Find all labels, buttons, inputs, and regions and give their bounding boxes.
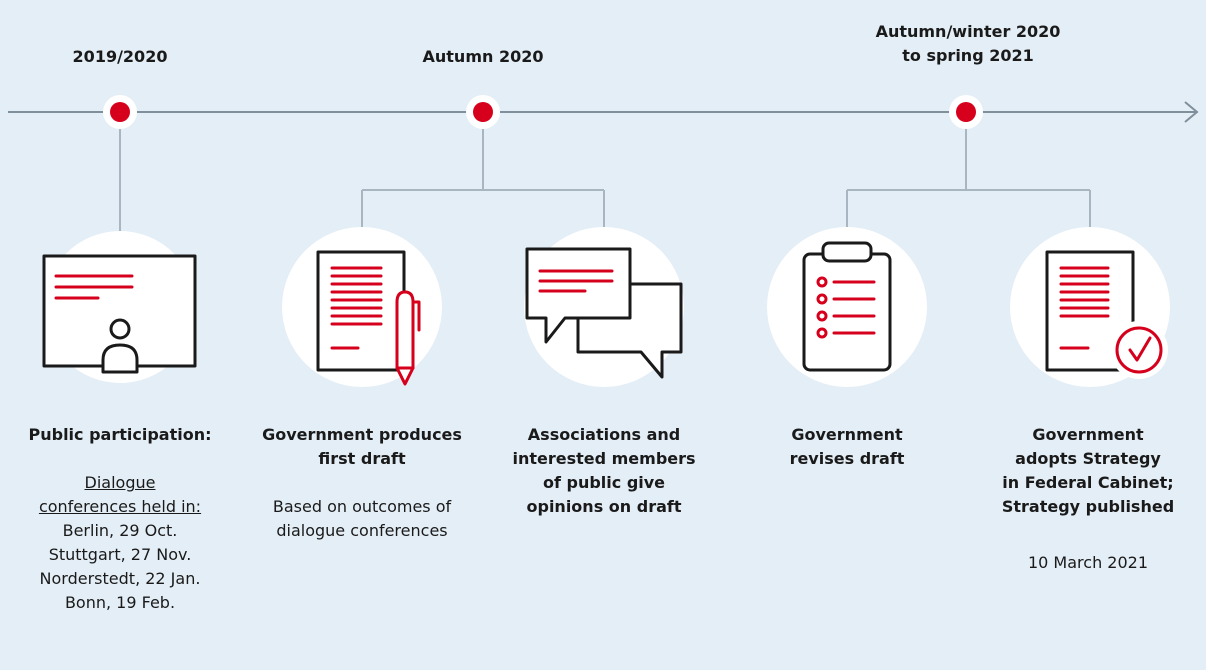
step-public-participation: Public participation: Dialogue conferenc… — [10, 423, 230, 615]
step-title-line: Associations and — [527, 425, 681, 444]
connector-lines — [119, 112, 1091, 232]
step-government-first-draft: Government produces first draft Based on… — [252, 423, 472, 543]
step-title-line: adopts Strategy — [1015, 449, 1161, 468]
step-subtitle: Dialogue conferences held in: Berlin, 29… — [10, 471, 230, 615]
step-title-line: opinions on draft — [526, 497, 682, 516]
dialogue-heading-line-1: Dialogue — [84, 473, 156, 492]
conference-event: Stuttgart, 27 Nov. — [48, 545, 192, 564]
step-title-line: interested members — [512, 449, 696, 468]
step-title-line: in Federal Cabinet; — [1002, 473, 1174, 492]
conference-event: Norderstedt, 22 Jan. — [39, 569, 201, 588]
step-associations-opinions: Associations and interested members of p… — [494, 423, 714, 519]
speech-bubbles-icon — [525, 247, 683, 379]
conference-event: Berlin, 29 Oct. — [62, 521, 178, 540]
document-check-icon — [1045, 250, 1168, 379]
milestone-dot-3 — [949, 95, 983, 129]
step-title: Associations and interested members of p… — [494, 423, 714, 519]
step-title-line: Government produces — [262, 425, 462, 444]
step-government-revises: Government revises draft — [737, 423, 957, 471]
step-title: Government produces first draft — [252, 423, 472, 471]
step-title-line: Strategy published — [1001, 497, 1175, 516]
step-government-adopts: Government adopts Strategy in Federal Ca… — [978, 423, 1198, 575]
period-label-2019-2020: 2019/2020 — [72, 47, 168, 66]
document-pen-icon — [316, 250, 421, 386]
step-subtitle-line: dialogue conferences — [276, 521, 448, 540]
milestone-dot-1 — [103, 95, 137, 129]
conference-event: Bonn, 19 Feb. — [64, 593, 176, 612]
period-label-line-2: to spring 2021 — [902, 46, 1034, 65]
step-title-line: Government — [1032, 425, 1144, 444]
period-label-autumn-winter-2020: Autumn/winter 2020 to spring 2021 — [858, 20, 1078, 68]
step-title-line: of public give — [542, 473, 666, 492]
presentation-icon — [42, 254, 197, 374]
step-title-line: first draft — [318, 449, 406, 468]
step-title: Government revises draft — [737, 423, 957, 471]
clipboard-checklist-icon — [802, 241, 892, 372]
timeline-arrowhead — [1184, 101, 1199, 123]
publication-date: 10 March 2021 — [1027, 553, 1149, 572]
step-title-line: Government — [791, 425, 903, 444]
dialogue-heading-line-2: conferences held in: — [38, 497, 202, 516]
step-subtitle-line: Based on outcomes of — [272, 497, 452, 516]
period-label-line-1: Autumn/winter 2020 — [875, 22, 1061, 41]
period-label-autumn-2020: Autumn 2020 — [422, 47, 544, 66]
step-title: Government adopts Strategy in Federal Ca… — [978, 423, 1198, 519]
step-title: Public participation: — [28, 425, 212, 444]
step-title-line: revises draft — [789, 449, 905, 468]
milestone-dot-2 — [466, 95, 500, 129]
step-subtitle: Based on outcomes of dialogue conference… — [252, 495, 472, 543]
step-subtitle: 10 March 2021 — [978, 551, 1198, 575]
